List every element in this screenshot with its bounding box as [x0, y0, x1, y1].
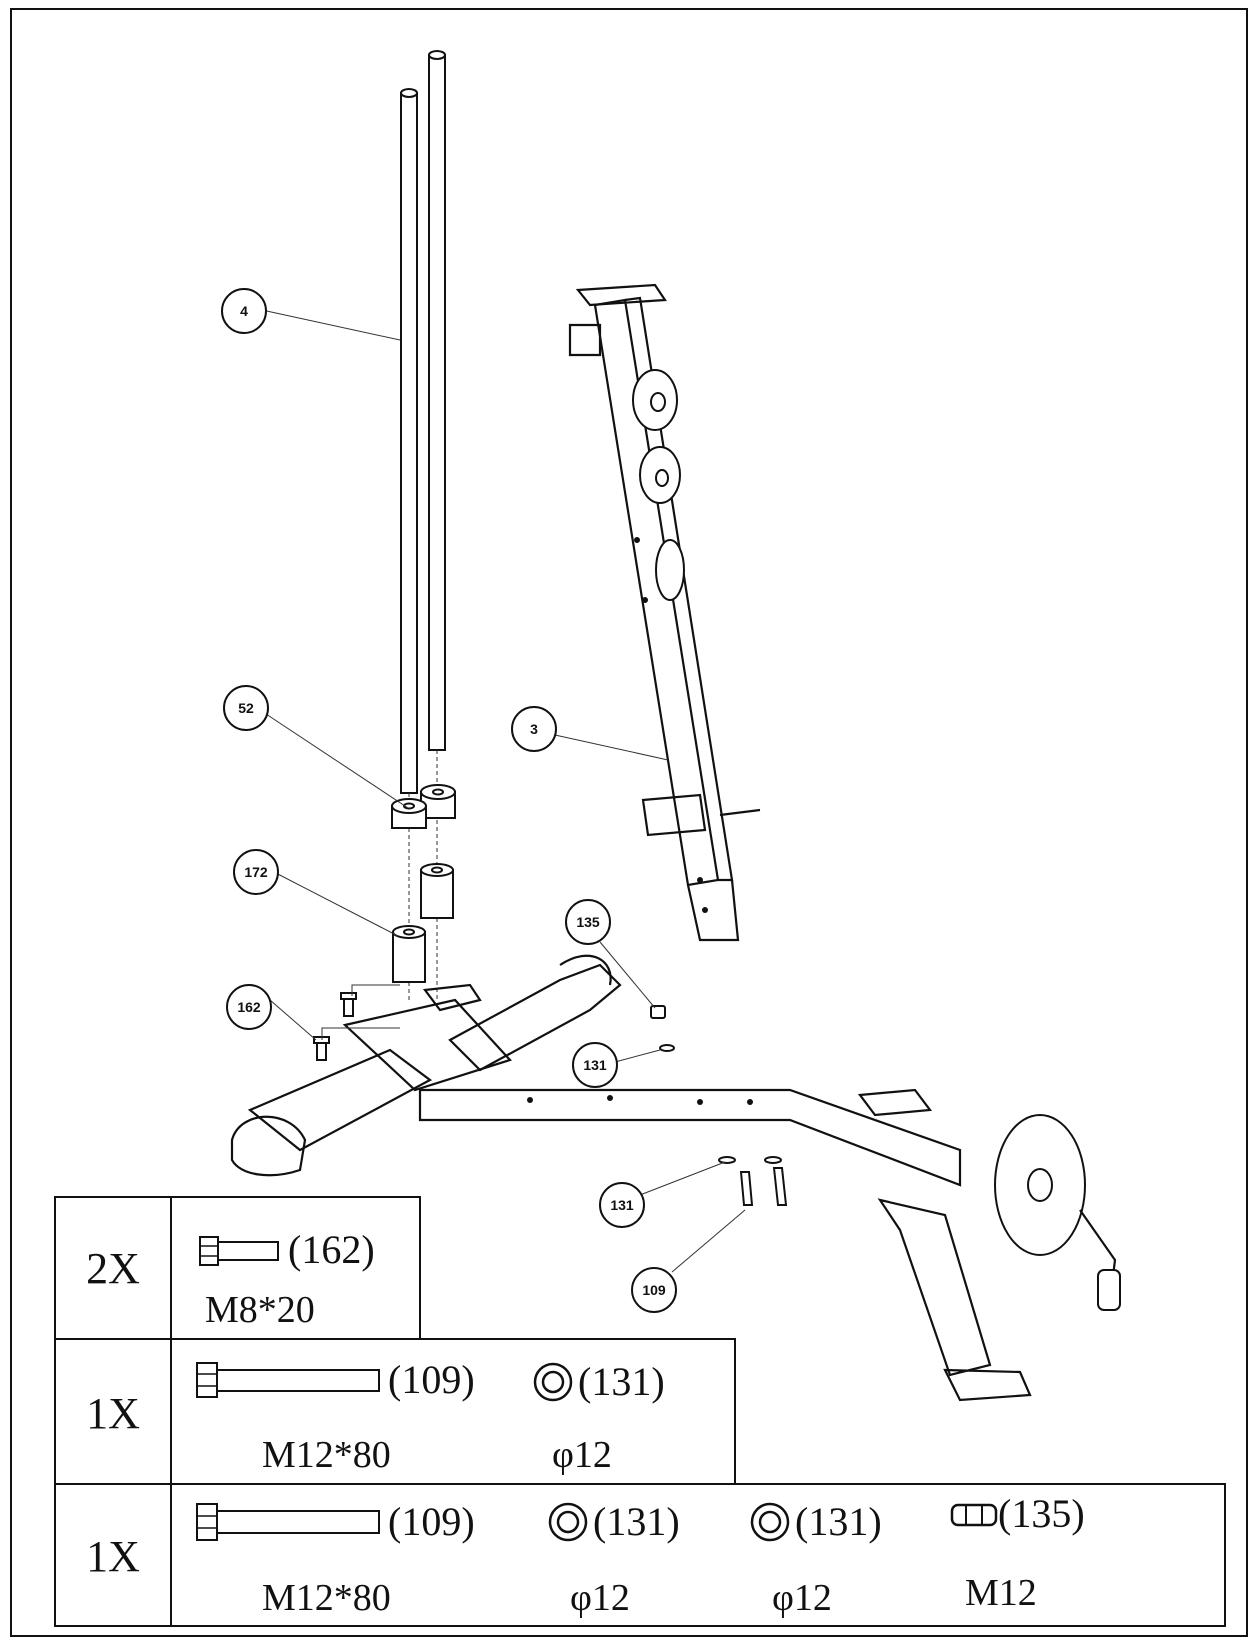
part-number: (162) [288, 1227, 375, 1272]
svg-text:162: 162 [237, 999, 261, 1015]
part-spec: M12 [965, 1572, 1037, 1614]
washer-131-bottom [718, 1156, 782, 1164]
hardware-row-2: 1X (109) M12*80 (131) φ12 [54, 1338, 736, 1485]
callout-3: 3 [511, 706, 557, 752]
nut-icon [950, 1503, 998, 1527]
part-number: (109) [388, 1499, 475, 1544]
callout-162: 162 [226, 984, 272, 1030]
svg-text:131: 131 [583, 1057, 607, 1073]
part-spec: M12*80 [262, 1577, 391, 1619]
upright-frame-3 [568, 283, 761, 942]
bolt-109 [739, 1167, 788, 1206]
sleeve-172-right [420, 863, 454, 919]
guide-rod-right [428, 50, 446, 751]
svg-text:109: 109 [642, 1282, 666, 1298]
part-spec: M8*20 [205, 1289, 315, 1331]
base-frame [230, 954, 1121, 1402]
quantity-label: 1X [86, 1532, 140, 1581]
callout-135: 135 [565, 899, 611, 945]
svg-text:52: 52 [238, 700, 254, 716]
hardware-row-3: 1X (109) M12*80 (131) φ12 (131) φ12 [54, 1483, 1226, 1627]
bushing-52-left [391, 798, 427, 829]
callout-172: 172 [233, 849, 279, 895]
hardware-row-1: 2X (162) M8*20 [54, 1196, 421, 1340]
part-number: (131) [593, 1499, 680, 1544]
washer-icon [750, 1502, 790, 1542]
quantity-label: 2X [86, 1244, 140, 1293]
bolt-icon [196, 1503, 380, 1541]
washer-icon [548, 1502, 588, 1542]
part-number: (109) [388, 1357, 475, 1402]
svg-text:131: 131 [610, 1197, 634, 1213]
svg-text:3: 3 [530, 721, 538, 737]
callout-52: 52 [223, 685, 269, 731]
nut-135 [650, 1005, 666, 1019]
callout-4: 4 [221, 288, 267, 334]
hardware-table: 2X (162) M8*20 1X (109) M12*80 [54, 1196, 1226, 1627]
callout-131-lower: 131 [599, 1182, 645, 1228]
svg-text:172: 172 [244, 864, 268, 880]
callout-109: 109 [631, 1267, 677, 1313]
bolt-162-b [313, 1036, 330, 1061]
bolt-162-a [340, 992, 357, 1017]
guide-rod-left [400, 88, 418, 794]
callout-131-upper: 131 [572, 1042, 618, 1088]
page-frame [10, 8, 1248, 1637]
part-number: (131) [795, 1499, 882, 1544]
svg-text:4: 4 [240, 303, 248, 319]
part-spec: M12*80 [262, 1434, 391, 1476]
part-spec: φ12 [772, 1577, 832, 1619]
svg-text:135: 135 [576, 914, 600, 930]
part-spec: φ12 [570, 1577, 630, 1619]
sleeve-172-left [392, 925, 426, 983]
washer-131-top [659, 1044, 675, 1052]
part-number: (131) [578, 1359, 665, 1404]
part-spec: φ12 [552, 1434, 612, 1476]
bolt-icon [199, 1236, 279, 1266]
washer-icon [533, 1362, 573, 1402]
bolt-icon [196, 1362, 380, 1398]
part-number: (135) [998, 1491, 1085, 1536]
quantity-label: 1X [86, 1389, 140, 1438]
